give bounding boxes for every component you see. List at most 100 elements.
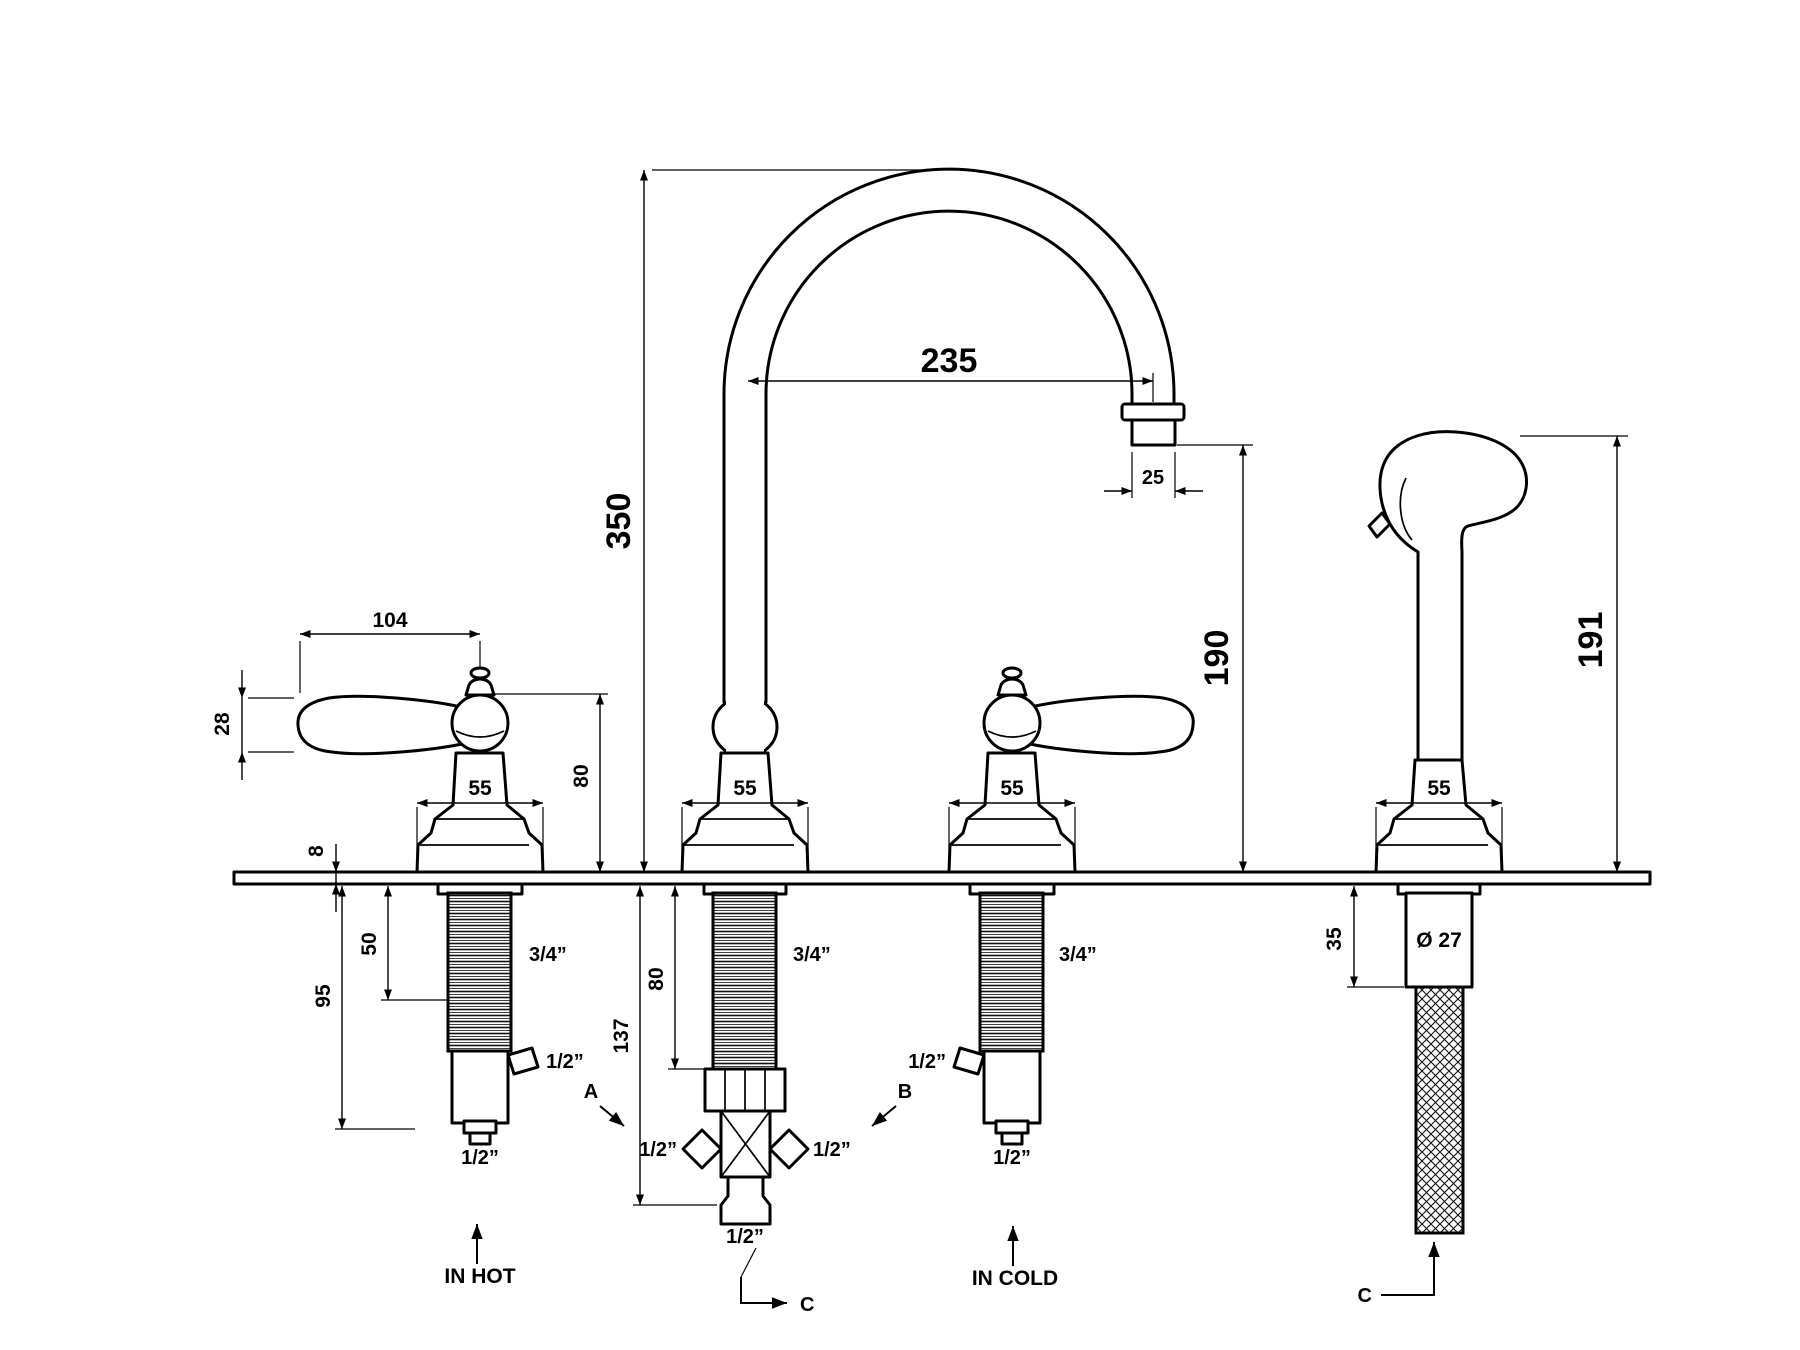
hot-handle-button xyxy=(469,666,491,680)
dim-80b-text: 80 xyxy=(645,967,668,990)
dim-hose-diameter-text: Ø 27 xyxy=(1416,929,1462,952)
port-labels: 3/4” 3/4” 3/4” 1/2” 1/2” 1/2” 1/2” 1/2” … xyxy=(461,944,1097,1248)
hot-handle-ball xyxy=(450,693,510,753)
cold-bottom-port-label: 1/2” xyxy=(993,1147,1031,1169)
center-left-port-label: 1/2” xyxy=(639,1139,677,1161)
sprayer-hose-socket xyxy=(1404,891,1474,989)
dim-55-text: 55 xyxy=(468,777,492,800)
dim-235: 235 xyxy=(748,342,1154,402)
cold-valve xyxy=(947,666,1195,1146)
dim-104: 104 xyxy=(299,609,481,693)
spout-arc-inner xyxy=(764,209,1134,396)
ref-b-label: B xyxy=(898,1081,912,1103)
dim-80-below-deck: 80 xyxy=(645,886,713,1070)
side-sprayer xyxy=(1367,430,1528,1235)
hot-side-port-label: 1/2” xyxy=(546,1051,584,1073)
cold-thread-label: 3/4” xyxy=(1059,944,1097,966)
cold-handle-lever xyxy=(1028,694,1195,756)
flow-labels: A B IN HOT IN COLD C C xyxy=(444,1081,1440,1316)
sprayer-flexible-hose xyxy=(1414,985,1465,1235)
dim-28-text: 28 xyxy=(211,712,234,736)
hot-valve xyxy=(296,666,545,1146)
ref-a-arrow xyxy=(599,1105,625,1127)
hot-bottom-port-label: 1/2” xyxy=(461,1147,499,1169)
ref-c-sprayer-arrow xyxy=(1381,1242,1440,1296)
cold-bottom-step xyxy=(994,1119,1030,1135)
dim-95: 95 xyxy=(312,886,415,1130)
dim-55-center: 55 xyxy=(681,777,809,866)
hot-base-bell xyxy=(415,751,545,874)
cold-handle-button xyxy=(1001,666,1023,680)
dim-50-text: 50 xyxy=(358,932,381,955)
center-bottom-port-label: 1/2” xyxy=(726,1226,764,1248)
ref-c-center-arrow xyxy=(740,1277,787,1309)
center-right-port xyxy=(768,1128,810,1170)
dim-55-cold: 55 xyxy=(948,777,1076,866)
dim-50: 50 xyxy=(358,886,447,1001)
dim-80-above-deck: 80 xyxy=(491,693,608,872)
cold-base-bell xyxy=(947,751,1077,874)
dim-55-text: 55 xyxy=(1427,777,1451,800)
sprayer-head-inner-contour xyxy=(1399,477,1413,541)
dim-8-text: 8 xyxy=(305,845,328,857)
dim-191-text: 191 xyxy=(1572,612,1610,669)
cold-handle-ball xyxy=(982,693,1042,753)
dim-80-text: 80 xyxy=(570,764,593,787)
in-cold-label: IN COLD xyxy=(972,1267,1058,1290)
dim-8-deck: 8 xyxy=(305,844,340,912)
cold-ball-equator-line xyxy=(987,730,1037,738)
spout-arc-outer xyxy=(722,167,1176,396)
cold-valve-body xyxy=(982,1049,1042,1125)
hot-bottom-nipple xyxy=(468,1131,492,1146)
dim-190: 190 xyxy=(1177,444,1253,872)
dim-137-text: 137 xyxy=(610,1018,633,1053)
dim-35: 35 xyxy=(1323,886,1404,988)
dim-350-text: 350 xyxy=(600,493,638,550)
dim-35-text: 35 xyxy=(1323,927,1346,951)
hot-threaded-shank xyxy=(446,891,513,1053)
cold-side-port-label: 1/2” xyxy=(908,1051,946,1073)
dim-28: 28 xyxy=(211,670,294,780)
dim-190-text: 190 xyxy=(1198,630,1236,687)
dim-235-text: 235 xyxy=(921,342,978,380)
hot-handle-lever xyxy=(296,694,464,756)
sprayer-head xyxy=(1378,430,1528,554)
center-bottom-nipple xyxy=(719,1175,772,1226)
center-threaded-shank xyxy=(711,891,778,1071)
mounting-deck xyxy=(232,870,1652,886)
dim-55-text: 55 xyxy=(733,777,757,800)
dim-350: 350 xyxy=(600,169,938,872)
hot-ball-equator-line xyxy=(455,730,505,738)
hot-thread-label: 3/4” xyxy=(529,944,567,966)
dim-137: 137 xyxy=(610,886,717,1206)
hot-bottom-step xyxy=(462,1119,498,1135)
cold-bottom-nipple xyxy=(1000,1131,1024,1146)
dim-104-text: 104 xyxy=(372,609,407,632)
cross-fitting-diagonal xyxy=(720,1110,771,1178)
dim-55-sprayer: 55 xyxy=(1375,777,1503,866)
hot-handle-cap xyxy=(464,677,496,697)
center-base-bell xyxy=(680,751,810,874)
dimension-annotations: 350 235 25 190 191 104 xyxy=(211,169,1628,1206)
dim-191: 191 xyxy=(1520,435,1628,872)
cold-side-port xyxy=(952,1046,986,1076)
in-hot-label: IN HOT xyxy=(444,1265,515,1288)
cold-threaded-shank xyxy=(978,891,1045,1053)
spout-outlet-nozzle xyxy=(1130,418,1177,447)
dim-55-hot: 55 xyxy=(416,777,544,866)
spout-assembly xyxy=(680,167,1186,1226)
center-thread-label: 3/4” xyxy=(793,944,831,966)
ref-c-sprayer-label: C xyxy=(1358,1285,1372,1307)
center-left-port xyxy=(681,1128,723,1170)
deck-surface xyxy=(232,870,1652,886)
dim-95-text: 95 xyxy=(312,984,335,1008)
spout-outlet-collar xyxy=(1120,402,1186,422)
sprayer-nozzle-tip xyxy=(1367,511,1392,539)
spout-column-fill xyxy=(726,394,764,754)
ref-b-arrow xyxy=(871,1105,897,1127)
cold-handle-cap xyxy=(996,677,1028,697)
dim-25: 25 xyxy=(1104,452,1203,498)
ref-c-center-label: C xyxy=(800,1294,814,1316)
ref-c-center-leader xyxy=(740,1247,757,1278)
